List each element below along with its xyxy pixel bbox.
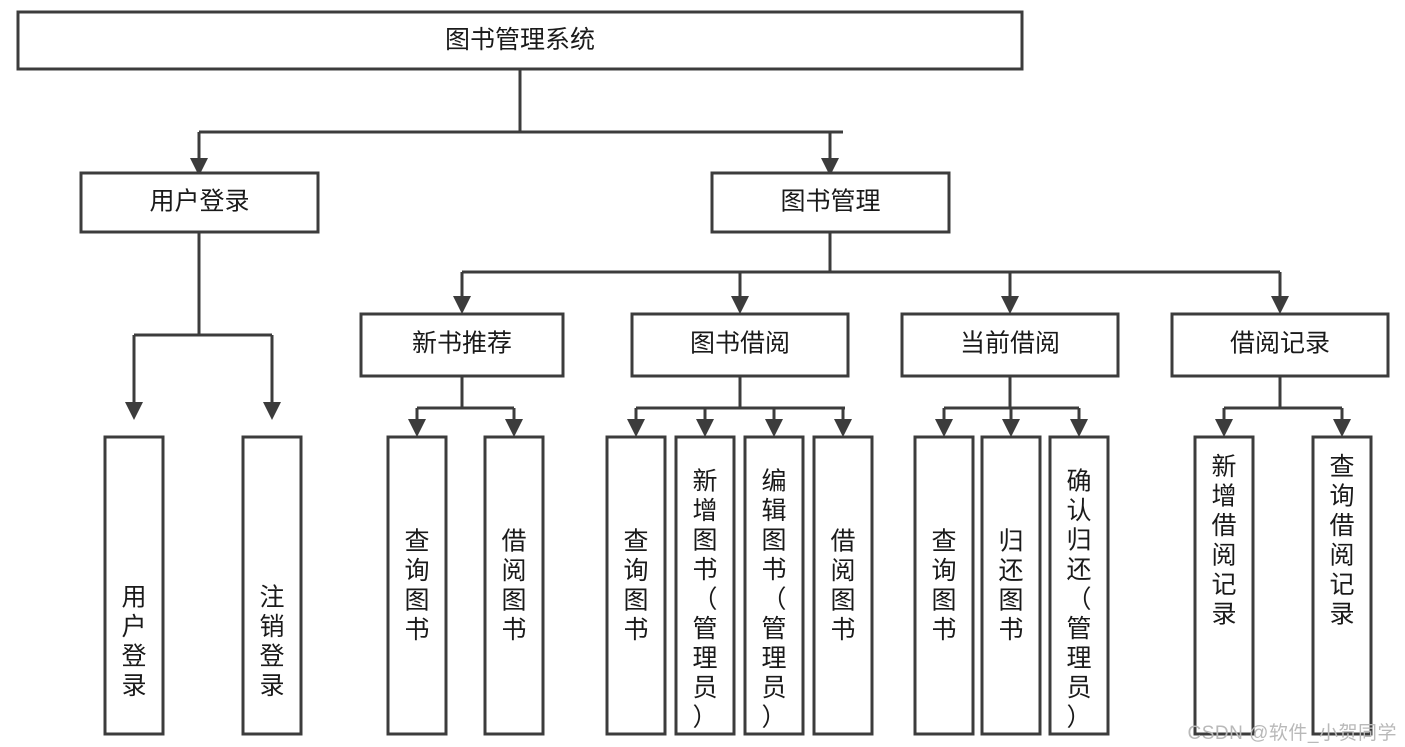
- arrowhead-query-book-1: [408, 419, 426, 437]
- arrowhead-query-book-2: [627, 419, 645, 437]
- node-leaf-borrow-book-2-box[interactable]: [812, 435, 874, 736]
- node-leaf-user-logout-label: 注销登录: [259, 584, 284, 701]
- arrowhead-borrow-book-1: [505, 419, 523, 437]
- node-leaf-query-book-1-box[interactable]: [386, 435, 448, 736]
- node-leaf-edit-book[interactable]: 编辑图书（管理员）: [743, 435, 805, 736]
- node-leaf-query-record-label: 查询借阅记录: [1329, 453, 1354, 628]
- node-leaf-borrow-book-2-label: 借阅图书: [830, 528, 855, 645]
- node-user-login-label: 用户登录: [149, 188, 249, 216]
- node-leaf-user-logout[interactable]: 注销登录: [241, 435, 303, 736]
- node-leaf-confirm-return-label: 确认归还（管理员）: [1066, 468, 1091, 732]
- arrowhead-return-book: [1002, 419, 1020, 437]
- arrowhead-new-book-recommend: [453, 296, 471, 314]
- node-leaf-return-book-label: 归还图书: [998, 528, 1023, 645]
- node-current-borrow-box[interactable]: [900, 312, 1120, 378]
- node-borrow-record-label: 借阅记录: [1230, 330, 1330, 358]
- node-leaf-add-record-label: 新增借阅记录: [1211, 453, 1236, 628]
- node-leaf-user-login[interactable]: 用户登录: [103, 435, 165, 736]
- arrowhead-confirm-return: [1070, 419, 1088, 437]
- node-leaf-borrow-book-1-label: 借阅图书: [501, 528, 526, 645]
- node-leaf-user-logout-box[interactable]: [241, 435, 303, 736]
- node-leaf-query-book-1-label: 查询图书: [404, 528, 429, 645]
- node-root-label: 图书管理系统: [445, 26, 595, 54]
- node-book-borrow[interactable]: 图书借阅: [630, 312, 850, 378]
- arrowhead-query-record: [1333, 419, 1351, 437]
- arrowhead-borrow-record: [1271, 296, 1289, 314]
- node-leaf-query-book-3-box[interactable]: [913, 435, 975, 736]
- node-user-login[interactable]: 用户登录: [79, 171, 320, 234]
- node-current-borrow[interactable]: 当前借阅: [900, 312, 1120, 378]
- node-root-box[interactable]: [16, 10, 1024, 71]
- node-leaf-user-login-box[interactable]: [103, 435, 165, 736]
- arrowhead-borrow-book-2: [834, 419, 852, 437]
- node-new-book-recommend-label: 新书推荐: [412, 330, 512, 358]
- node-leaf-query-book-3[interactable]: 查询图书: [913, 435, 975, 736]
- node-borrow-record[interactable]: 借阅记录: [1170, 312, 1390, 378]
- node-user-login-box[interactable]: [79, 171, 320, 234]
- node-leaf-add-record[interactable]: 新增借阅记录: [1193, 435, 1255, 736]
- arrowhead-leaf-user-logout: [263, 402, 281, 420]
- arrowhead-book-manage: [821, 158, 839, 176]
- node-book-borrow-box[interactable]: [630, 312, 850, 378]
- node-borrow-record-box[interactable]: [1170, 312, 1390, 378]
- node-leaf-query-book-2-box[interactable]: [605, 435, 667, 736]
- node-current-borrow-label: 当前借阅: [960, 330, 1060, 358]
- node-leaf-query-book-1[interactable]: 查询图书: [386, 435, 448, 736]
- arrowhead-leaf-user-login: [125, 402, 143, 420]
- node-leaf-query-book-2[interactable]: 查询图书: [605, 435, 667, 736]
- arrowhead-user-login: [190, 158, 208, 176]
- connector-layer: [125, 70, 1351, 437]
- node-leaf-return-book[interactable]: 归还图书: [980, 435, 1042, 736]
- node-root[interactable]: 图书管理系统: [16, 10, 1024, 71]
- node-leaf-query-book-2-label: 查询图书: [623, 528, 648, 645]
- arrowhead-query-book-3: [935, 419, 953, 437]
- node-leaf-query-book-3-label: 查询图书: [931, 528, 956, 645]
- node-leaf-borrow-book-1[interactable]: 借阅图书: [483, 435, 545, 736]
- arrowhead-edit-book: [765, 419, 783, 437]
- node-book-manage[interactable]: 图书管理: [710, 171, 951, 234]
- arrowhead-add-record: [1215, 419, 1233, 437]
- arrowhead-add-book: [696, 419, 714, 437]
- node-new-book-recommend-box[interactable]: [359, 312, 565, 378]
- node-leaf-add-book-box[interactable]: [674, 435, 736, 736]
- node-new-book-recommend[interactable]: 新书推荐: [359, 312, 565, 378]
- node-leaf-user-login-label: 用户登录: [121, 584, 146, 701]
- node-leaf-edit-book-box[interactable]: [743, 435, 805, 736]
- node-book-borrow-label: 图书借阅: [690, 330, 790, 358]
- node-leaf-borrow-book-2[interactable]: 借阅图书: [812, 435, 874, 736]
- node-book-manage-label: 图书管理: [780, 188, 880, 216]
- node-leaf-add-book[interactable]: 新增图书（管理员）: [674, 435, 736, 736]
- node-leaf-borrow-book-1-box[interactable]: [483, 435, 545, 736]
- node-leaf-query-record-box[interactable]: [1311, 435, 1373, 736]
- node-leaf-confirm-return[interactable]: 确认归还（管理员）: [1048, 435, 1110, 736]
- node-leaf-edit-book-label: 编辑图书（管理员）: [761, 468, 786, 732]
- arrowhead-current-borrow: [1001, 296, 1019, 314]
- node-leaf-confirm-return-box[interactable]: [1048, 435, 1110, 736]
- node-book-manage-box[interactable]: [710, 171, 951, 234]
- node-leaf-add-record-box[interactable]: [1193, 435, 1255, 736]
- node-leaf-query-record[interactable]: 查询借阅记录: [1311, 435, 1373, 736]
- node-leaf-return-book-box[interactable]: [980, 435, 1042, 736]
- node-leaf-add-book-label: 新增图书（管理员）: [692, 468, 717, 732]
- arrowhead-book-borrow: [731, 296, 749, 314]
